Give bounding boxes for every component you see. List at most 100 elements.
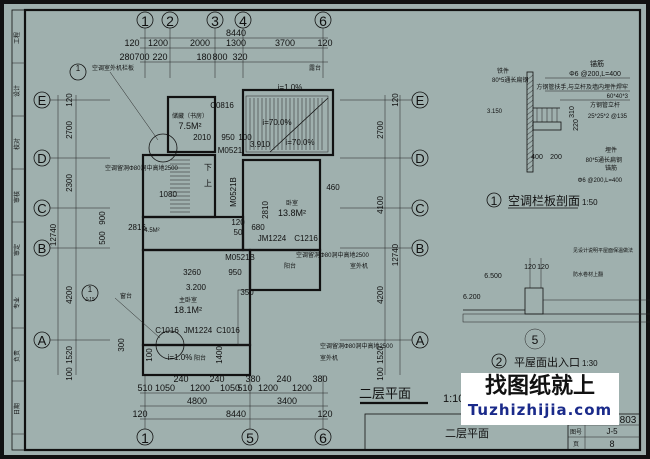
bottom-dimension: 8440 [226,409,246,419]
terrace-walls [241,88,335,157]
plan-label: 下 [204,163,212,172]
bottom-dimension: 510 [137,383,152,393]
wall-hatch [526,74,534,81]
drawing-number: J-5 [606,427,618,436]
grid-label: 4 [239,13,247,29]
top-dimension: 320 [232,52,247,62]
plan-scale: 1:10 [443,393,464,405]
callout-note: 窗台 [120,292,132,300]
plan-label: 100 [238,133,252,142]
right-dimension: 12740 [391,243,400,266]
wall-hatch [526,104,534,111]
plan-label: M0521B [229,177,238,207]
plan-label: 50 [234,228,243,237]
wall-hatch [526,114,534,121]
side-strip-label: 设计 [13,85,21,97]
side-strip-label: 专业 [13,297,21,309]
top-dimension: 1200 [148,38,168,48]
grid-label: 6 [319,430,327,446]
wall-hatch [526,154,534,161]
detail1-title: 空调栏板剖面 [508,193,580,208]
plan-label: C1216 [294,234,318,243]
balcony-walls [141,343,252,377]
side-strip [11,9,26,451]
plan-label: C1016 [216,326,240,335]
detail1-label: 锚筋 [590,59,604,68]
plan-label: M0521B [225,253,255,262]
side-strip-label: 工程 [13,32,21,44]
detail1-label: 80*5通长扁钢 [586,156,622,164]
top-dimension: 220 [152,52,167,62]
detail2-label: 防水卷材上翻 [573,271,603,278]
detail1-label: 80*5通长扁钢 [492,76,528,84]
left-dimension: 500 [98,231,107,245]
grid-label: 3 [211,13,219,29]
detail1-number: 1 [491,194,498,208]
wall-hatch [526,164,534,171]
grid-label: C [415,201,424,216]
room-name: 卧室 [286,199,298,207]
room-name: 阳台 [284,262,296,270]
top-dimension: 800 [212,52,227,62]
grid-label: 2 [166,13,174,29]
callout-note: 空调留洞Φ80洞中高地2500 [296,251,369,259]
grid-label: 1 [141,430,149,446]
top-dimension: 180 [196,52,211,62]
top-dimension: 3700 [275,38,295,48]
left-dimension: 1520 [65,346,74,364]
grid-label: 1 [141,13,149,29]
wall-hatch [526,144,534,151]
bottom-dimension: 1050 [155,383,175,393]
wall-hatch [526,119,534,126]
left-dimension: 4200 [65,286,74,304]
detail-ref: 1 [76,64,81,73]
detail2-curb [524,287,544,315]
grid-label: A [416,333,425,348]
watermark: 找图纸就上 Tuzhizhijia.com [461,373,619,425]
wall-hatch [526,89,534,96]
bottom-dimension: 1050 [220,383,240,393]
plan-title: 二层平面 [359,386,411,401]
detail2-label: 6.500 [484,273,502,280]
bottom-dimension: 380 [312,374,327,384]
grid-label: B [38,241,47,256]
detail1-label: 25*25*2 @135 [588,114,628,120]
detail2-number: 2 [496,355,503,369]
detail2-insulation [542,299,650,315]
callout-note: 室外机 [350,262,368,270]
callout-note: 空调室外机栏板 [92,64,134,72]
bottom-dimension: 240 [173,374,188,384]
right-dimension: 460 [326,183,340,192]
plan-label: 3.200 [186,283,207,292]
plan-label: i=1.0% [168,353,193,362]
detail1-label: 310 [569,106,576,118]
top-dimension: 280 [119,52,134,62]
grid-label: E [38,93,47,108]
plan-label: M0521 [218,146,243,155]
bottom-dimension: 120 [317,409,332,419]
detail-number-circle [491,353,507,369]
bottom-dimension: 120 [132,409,147,419]
plan-label: 1400 [215,346,224,364]
left-dimension: 120 [65,93,74,107]
right-dimension: 4200 [376,286,385,304]
room-name: 露台 [309,64,321,72]
left-dimension: 100 [145,348,154,362]
room-area: 7.5M² [178,121,201,131]
plan-label: 950 [221,133,235,142]
top-dimension: 700 [134,52,149,62]
detail1-label: 方钢管扶手,与立杆及墙内埋件焊牢 [536,83,628,91]
storage-room-walls [166,95,217,154]
grid-label: C [37,201,46,216]
plan-label: 350 [240,288,254,297]
plan-label: JM1224 [184,326,213,335]
bottom-dimension: 240 [209,374,224,384]
plan-label: 2010 [193,133,211,142]
leader-line [114,297,161,339]
wall-hatch [526,94,534,101]
side-strip-label: 负责 [13,350,21,362]
plan-label: 上 [204,179,212,188]
bottom-dimension: 1200 [292,383,312,393]
